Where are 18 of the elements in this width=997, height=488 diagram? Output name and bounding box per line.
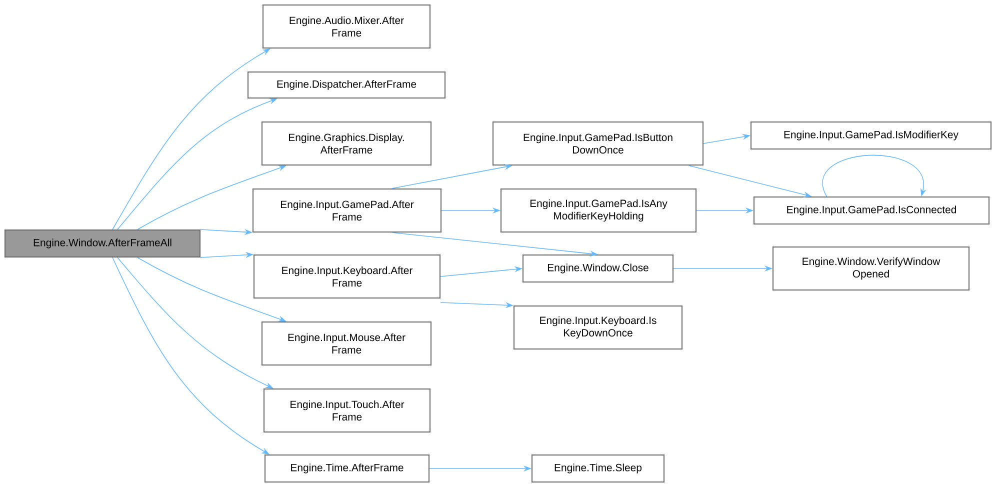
function-box: Engine.Input.Mouse.After Frame — [262, 322, 432, 366]
function-box: Engine.Input.Touch.After Frame — [264, 388, 430, 432]
function-box: Engine.Graphics.Display. AfterFrame — [262, 122, 432, 166]
function-box: Engine.Input.GamePad.IsModifierKey — [750, 122, 992, 150]
function-box: Engine.Window.VerifyWindow Opened — [772, 246, 970, 290]
function-box: Engine.Input.GamePad.After Frame — [252, 188, 442, 232]
function-box: Engine.Input.GamePad.IsConnected — [754, 196, 990, 224]
arrow — [822, 154, 926, 197]
function-box: Engine.Dispatcher.AfterFrame — [248, 72, 446, 98]
function-box: Engine.Window.Close — [522, 254, 674, 282]
function-box: Engine.Audio.Mixer.After Frame — [262, 4, 430, 48]
function-box: Engine.Time.Sleep — [532, 454, 664, 482]
function-box: Engine.Input.Keyboard.After Frame — [254, 254, 440, 298]
function-box: Engine.Input.GamePad.IsAny ModifierKeyHolding — [500, 188, 696, 232]
function-box: Engine.Input.GamePad.IsButton DownOnce — [492, 122, 704, 166]
function-box: Engine.Time.AfterFrame — [264, 454, 430, 482]
function-box: Engine.Window.AfterFrameAll — [4, 230, 200, 258]
function-box: Engine.Input.Keyboard.Is KeyDownOnce — [514, 306, 682, 350]
